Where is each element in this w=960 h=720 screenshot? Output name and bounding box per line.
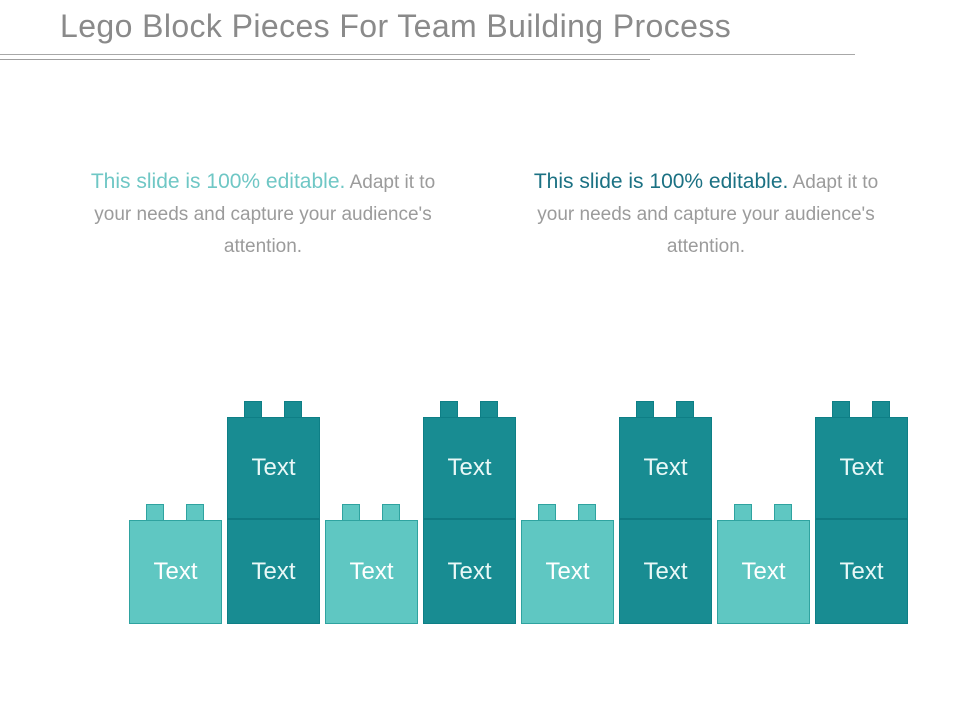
intro-left-body: Adapt it to your needs and capture your … xyxy=(94,172,436,257)
intro-right-highlight: This slide is 100% editable. xyxy=(533,170,789,193)
lego-block-label: Text xyxy=(129,520,222,624)
lego-block-label: Text xyxy=(423,417,516,520)
lego-block-label: Text xyxy=(619,417,712,520)
intro-paragraph-right: This slide is 100% editable. Adapt it to… xyxy=(520,166,892,263)
lego-block-2: Text Text xyxy=(227,401,320,624)
lego-stud-icon xyxy=(146,504,164,521)
lego-block-label: Text xyxy=(227,520,320,624)
title-underline-long xyxy=(0,54,855,55)
page-title: Lego Block Pieces For Team Building Proc… xyxy=(60,8,732,44)
lego-block-label: Text xyxy=(717,520,810,624)
lego-stud-icon xyxy=(382,504,400,521)
lego-stud-icon xyxy=(578,504,596,521)
lego-block-4: Text Text xyxy=(423,401,516,624)
lego-block-3: Text xyxy=(325,504,418,624)
lego-block-label: Text xyxy=(423,520,516,624)
lego-block-5: Text xyxy=(521,504,614,624)
lego-block-label: Text xyxy=(619,520,712,624)
intro-right-body: Adapt it to your needs and capture your … xyxy=(537,172,879,257)
lego-stud-icon xyxy=(244,401,262,418)
lego-stud-icon xyxy=(440,401,458,418)
lego-stud-icon xyxy=(186,504,204,521)
lego-block-label: Text xyxy=(227,417,320,520)
lego-block-label: Text xyxy=(815,520,908,624)
lego-block-8: Text Text xyxy=(815,401,908,624)
lego-stud-icon xyxy=(774,504,792,521)
lego-stud-icon xyxy=(342,504,360,521)
intro-paragraph-left: This slide is 100% editable. Adapt it to… xyxy=(77,166,449,263)
title-underline-short xyxy=(0,59,650,60)
lego-block-6: Text Text xyxy=(619,401,712,624)
intro-left-highlight: This slide is 100% editable. xyxy=(90,170,346,193)
lego-stud-icon xyxy=(676,401,694,418)
lego-stud-icon xyxy=(636,401,654,418)
lego-stud-icon xyxy=(538,504,556,521)
lego-block-7: Text xyxy=(717,504,810,624)
lego-block-label: Text xyxy=(815,417,908,520)
lego-block-label: Text xyxy=(521,520,614,624)
lego-stud-icon xyxy=(872,401,890,418)
lego-block-1: Text xyxy=(129,504,222,624)
lego-stud-icon xyxy=(480,401,498,418)
lego-block-label: Text xyxy=(325,520,418,624)
lego-stud-icon xyxy=(284,401,302,418)
lego-stud-icon xyxy=(734,504,752,521)
lego-stud-icon xyxy=(832,401,850,418)
